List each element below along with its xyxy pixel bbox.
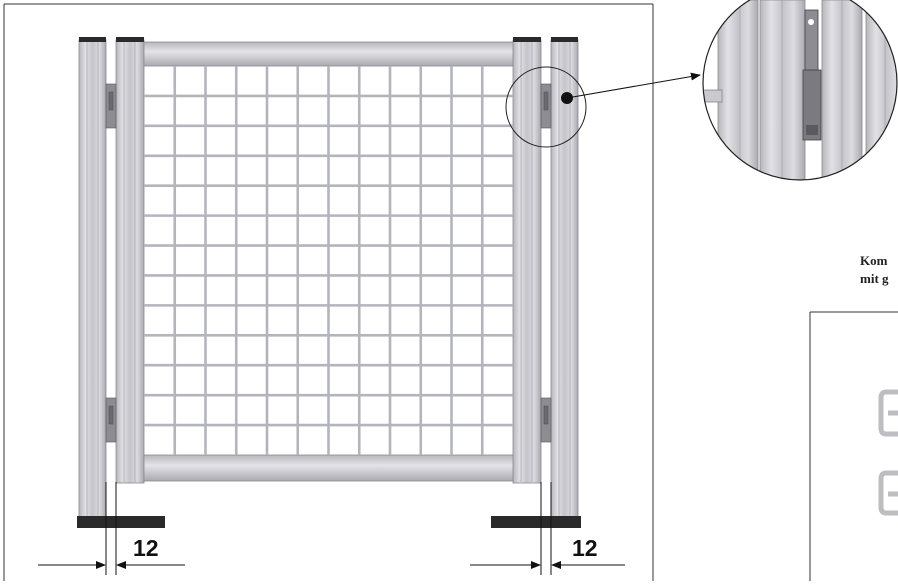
drawing-frame	[3, 3, 898, 581]
dimension-left	[38, 482, 185, 575]
zoom-detail-view	[702, 0, 898, 181]
detail-callout	[505, 66, 701, 148]
caption-line-2: mit g	[860, 271, 889, 286]
dimension-right-label: 12	[572, 535, 598, 561]
mesh-infill	[144, 66, 513, 455]
hinges	[105, 83, 552, 443]
right-post	[550, 37, 579, 519]
foot-plates	[77, 516, 581, 528]
left-post	[78, 37, 107, 519]
partial-hook-icons	[878, 389, 898, 516]
gate-leaf	[115, 37, 542, 484]
caption-line-1: Kom	[860, 253, 888, 268]
dimension-right	[470, 482, 625, 575]
dimension-left-label: 12	[133, 535, 159, 561]
